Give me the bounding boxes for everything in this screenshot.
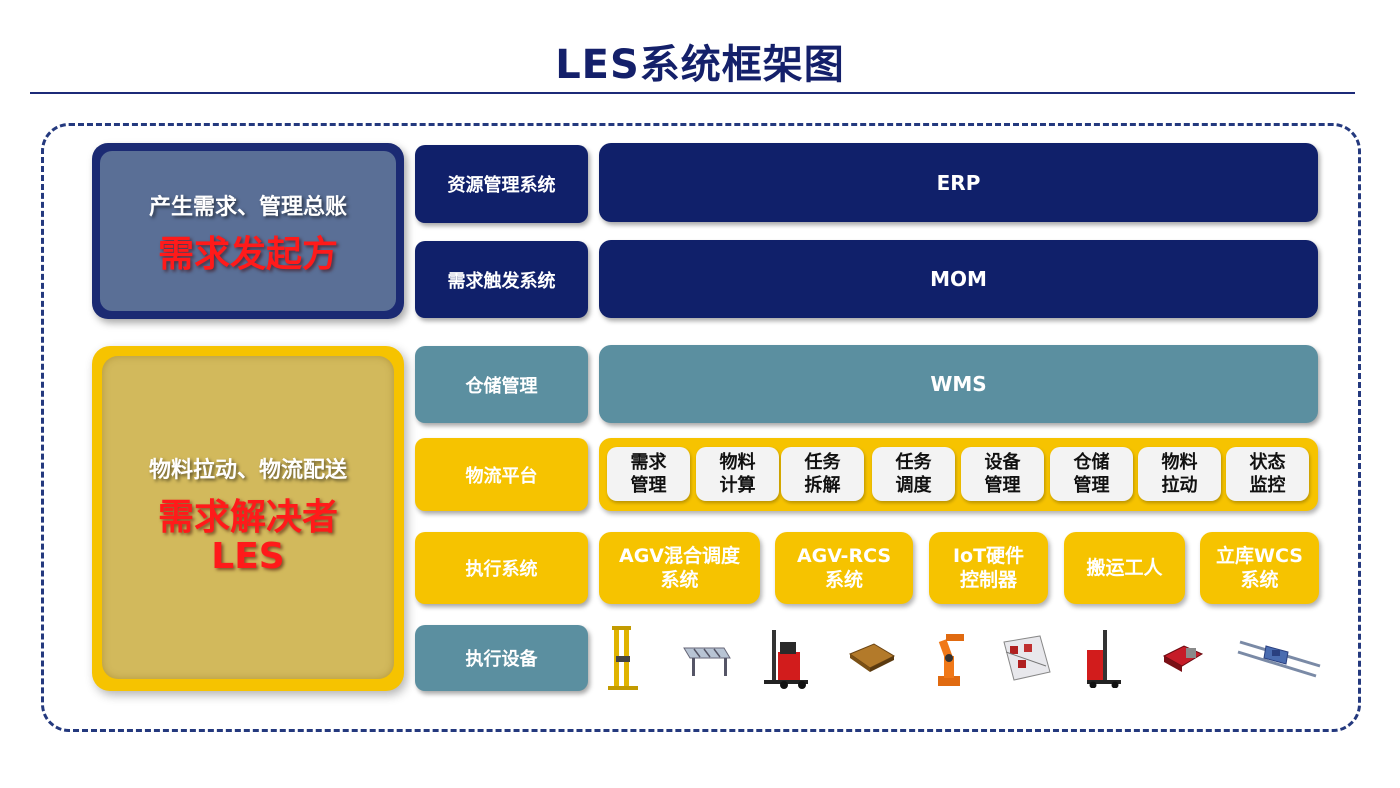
demand-solver-inner: 物料拉动、物流配送 需求解决者 LES: [102, 356, 394, 679]
agv-rcs-system: AGV-RCS 系统: [775, 532, 913, 604]
title-divider: [30, 92, 1355, 94]
module-demand-management: 需求 管理: [607, 447, 690, 501]
les-label: LES: [211, 536, 285, 577]
demand-solver-title: 需求解决者: [157, 497, 338, 538]
demand-initiator-title: 需求发起方: [157, 234, 338, 275]
logistics-platform-modules: 需求 管理 物料 计算 任务 拆解 任务 调度 设备 管理 仓储 管理 物料 拉…: [599, 438, 1318, 511]
shuttle-rail-icon: [1237, 640, 1321, 678]
execution-device-label: 执行设备: [415, 625, 588, 691]
roller-conveyor-icon: [683, 647, 731, 676]
demand-initiator-panel: 产生需求、管理总账 需求发起方: [92, 143, 404, 319]
stacker-forklift-icon: [1087, 630, 1121, 688]
page-title: LES系统框架图: [555, 42, 845, 88]
demand-solver-subtitle: 物料拉动、物流配送: [148, 458, 347, 483]
diagram-frame: [41, 123, 1361, 732]
handling-workers: 搬运工人: [1064, 532, 1185, 604]
mom-bar: MOM: [599, 240, 1318, 318]
agv-icon: [848, 643, 896, 672]
stacker-crane-icon: [608, 626, 638, 690]
module-material-calculation: 物料 计算: [696, 447, 779, 501]
module-task-scheduling: 任务 调度: [872, 447, 955, 501]
erp-bar: ERP: [599, 143, 1318, 222]
logistics-platform-label: 物流平台: [415, 438, 588, 511]
warehouse-management-label: 仓储管理: [415, 346, 588, 423]
resource-management-label: 资源管理系统: [415, 145, 588, 223]
iot-hardware-controller: IoT硬件 控制器: [929, 532, 1048, 604]
sorting-line-icon: [1003, 635, 1051, 681]
jacking-agv-icon: [1162, 645, 1204, 672]
module-storage-management: 仓储 管理: [1050, 447, 1133, 501]
demand-initiator-subtitle: 产生需求、管理总账: [148, 195, 347, 220]
agv-mixed-scheduling-system: AGV混合调度 系统: [599, 532, 760, 604]
robot-arm-icon: [938, 634, 964, 686]
demand-initiator-inner: 产生需求、管理总账 需求发起方: [100, 151, 396, 311]
reach-forklift-icon: [764, 630, 808, 689]
module-task-decomposition: 任务 拆解: [781, 447, 864, 501]
wcs-system: 立库WCS 系统: [1200, 532, 1319, 604]
module-status-monitoring: 状态 监控: [1226, 447, 1309, 501]
demand-trigger-label: 需求触发系统: [415, 241, 588, 318]
demand-solver-panel: 物料拉动、物流配送 需求解决者 LES: [92, 346, 404, 691]
module-material-pull: 物料 拉动: [1138, 447, 1221, 501]
execution-system-label: 执行系统: [415, 532, 588, 604]
module-device-management: 设备 管理: [961, 447, 1044, 501]
wms-bar: WMS: [599, 345, 1318, 423]
